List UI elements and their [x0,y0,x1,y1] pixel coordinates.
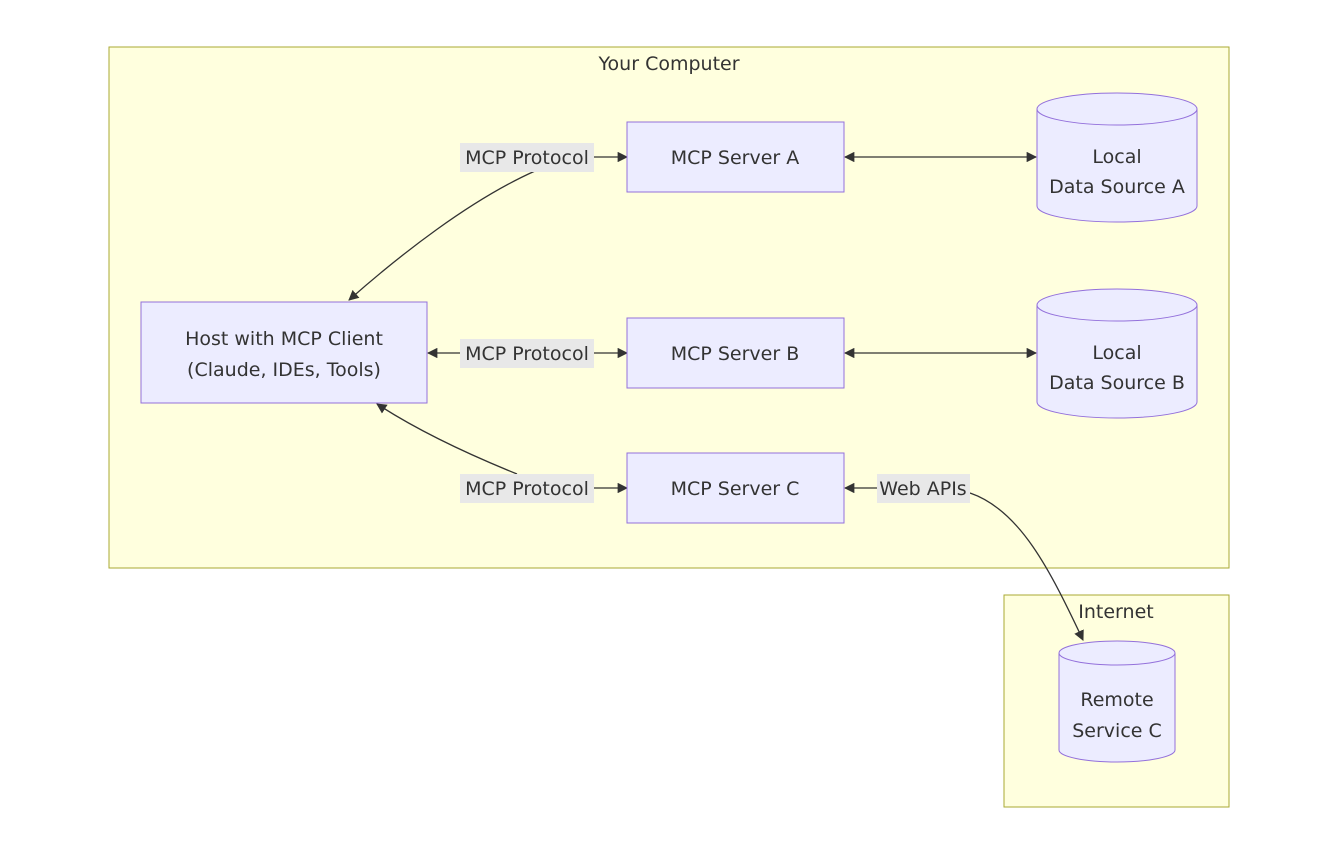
node-server-a: MCP Server A [626,121,845,193]
edge-label-host-server-a: MCP Protocol [460,143,594,172]
edge-webapis-remote-c [969,492,1084,641]
edge-label-text: MCP Protocol [465,343,589,365]
node-server-c: MCP Server C [626,452,845,524]
edge-label-text: MCP Protocol [465,147,589,169]
node-server-b: MCP Server B [626,317,845,389]
edge-host-server-a-curve [348,170,536,301]
group-internet: Internet [1003,594,1230,808]
edge-label-text: MCP Protocol [465,478,589,500]
node-data-source-b: Local Data Source B [1036,288,1198,419]
edge-label-host-server-c: MCP Protocol [460,474,594,503]
edge-label-text: Web APIs [879,478,966,500]
node-data-source-a: Local Data Source A [1036,92,1198,223]
edge-label-host-server-b: MCP Protocol [460,339,594,368]
node-data-source-b-line-2: Data Source B [1049,372,1185,394]
edge-labels: MCP Protocol MCP Protocol MCP Protocol W… [460,143,970,503]
edges [348,151,1084,641]
node-remote-service-c-line-1: Remote [1080,689,1153,711]
node-server-b-label: MCP Server B [671,343,800,365]
group-title-internet: Internet [1078,601,1153,623]
node-host: Host with MCP Client (Claude, IDEs, Tool… [140,301,428,404]
node-remote-service-c-line-2: Service C [1072,720,1162,742]
node-remote-service-c: Remote Service C [1058,640,1176,763]
node-host-line-1: Host with MCP Client [185,328,383,350]
node-data-source-a-line-1: Local [1092,146,1141,168]
node-server-c-label: MCP Server C [671,478,800,500]
edge-label-server-c-remote: Web APIs [877,474,970,503]
node-server-a-label: MCP Server A [671,147,800,169]
node-host-line-2: (Claude, IDEs, Tools) [187,359,381,381]
node-data-source-b-line-1: Local [1092,342,1141,364]
group-title-your-computer: Your Computer [597,53,739,75]
node-data-source-a-line-2: Data Source A [1049,176,1185,198]
edge-host-server-c-curve [376,403,518,475]
